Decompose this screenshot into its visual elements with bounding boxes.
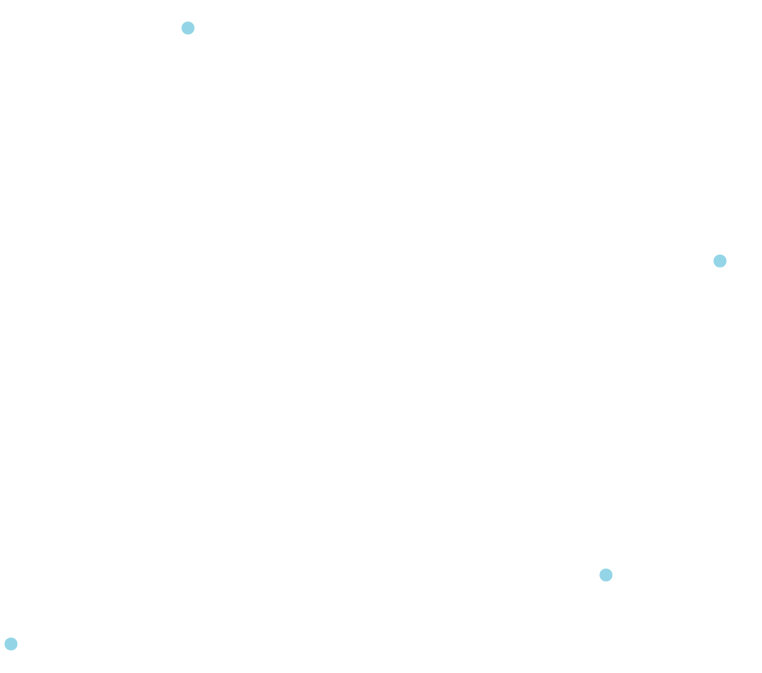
dot-right [713, 254, 727, 268]
dot-lower-right [599, 568, 613, 582]
dot-bottom-left [4, 637, 18, 651]
dot-top-left [181, 21, 195, 35]
